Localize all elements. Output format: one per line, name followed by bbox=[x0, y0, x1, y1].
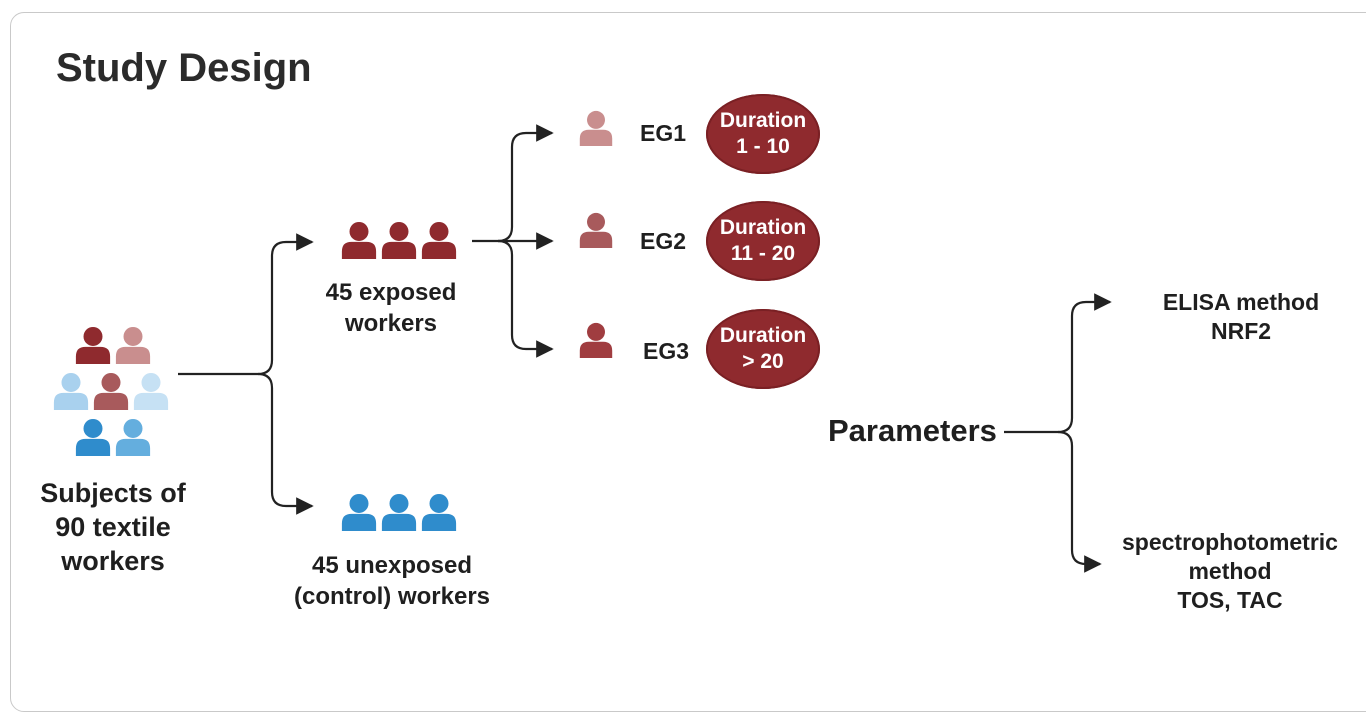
eg3-person-icon bbox=[579, 322, 613, 358]
person-icon bbox=[341, 493, 377, 531]
connector-subjects bbox=[178, 233, 314, 376]
exposed-people-icons bbox=[341, 221, 457, 259]
person-icon bbox=[75, 326, 111, 364]
spectro-label: spectrophotometric method TOS, TAC bbox=[1122, 529, 1338, 613]
person-icon bbox=[381, 221, 417, 259]
eg2-label: EG2 bbox=[640, 228, 687, 254]
person-icon bbox=[421, 493, 457, 531]
parameters-label: Parameters bbox=[828, 413, 997, 448]
person-icon bbox=[381, 493, 417, 531]
person-icon bbox=[115, 418, 151, 456]
connector-spectro bbox=[1057, 430, 1102, 573]
elisa-label: ELISA method NRF2 bbox=[1162, 289, 1320, 344]
unexposed-people-icons bbox=[341, 493, 457, 531]
connector-parameters bbox=[1004, 293, 1112, 434]
subjects-people-icons bbox=[53, 326, 169, 456]
person-icon bbox=[93, 372, 129, 410]
eg2-person-icon bbox=[579, 212, 613, 248]
eg2-duration-badge: Duration 11 - 20 bbox=[706, 201, 820, 281]
connector-eg1 bbox=[472, 124, 554, 243]
person-icon bbox=[75, 418, 111, 456]
eg1-duration-badge: Duration 1 - 10 bbox=[706, 94, 820, 174]
connector-eg3 bbox=[497, 239, 554, 358]
diagram-title: Study Design bbox=[56, 46, 312, 90]
person-icon bbox=[421, 221, 457, 259]
person-icon bbox=[53, 372, 89, 410]
person-icon bbox=[115, 326, 151, 364]
person-icon bbox=[341, 221, 377, 259]
connector-unexposed bbox=[257, 372, 314, 515]
exposed-label: 45 exposed workers bbox=[325, 279, 457, 337]
eg1-label: EG1 bbox=[640, 120, 687, 146]
eg3-label: EG3 bbox=[643, 338, 690, 364]
unexposed-label: 45 unexposed (control) workers bbox=[293, 552, 491, 610]
subjects-label: Subjects of 90 textile workers bbox=[40, 478, 186, 576]
person-icon bbox=[133, 372, 169, 410]
eg3-duration-badge: Duration > 20 bbox=[706, 309, 820, 389]
eg1-person-icon bbox=[579, 110, 613, 146]
flow-connectors bbox=[53, 110, 1112, 573]
